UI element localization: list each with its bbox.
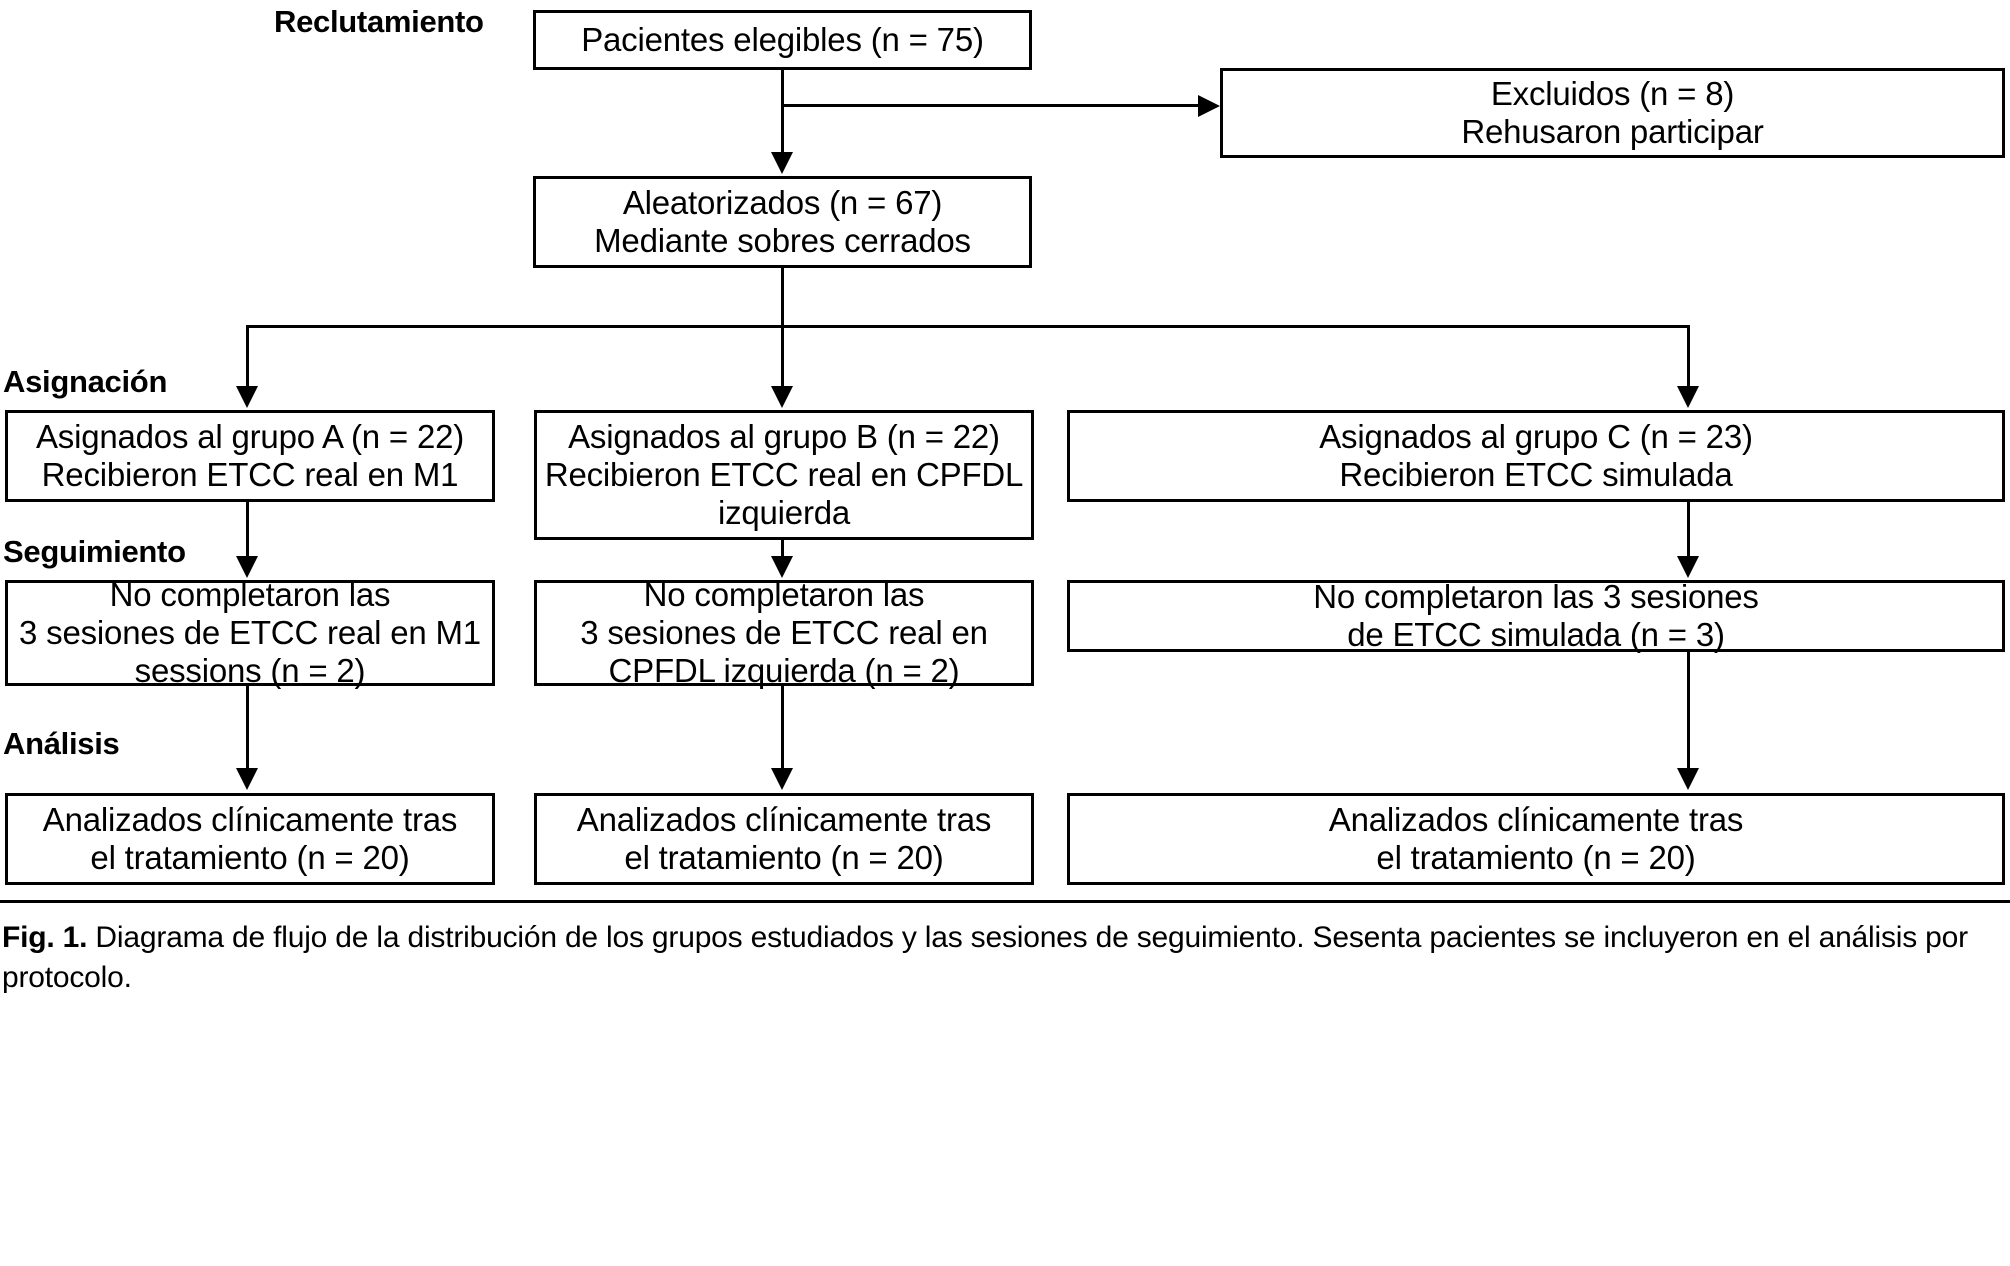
node-line: sessions (n = 2) xyxy=(134,652,366,690)
node-line: Analizados clínicamente tras xyxy=(42,800,458,838)
connector-randomized-bus xyxy=(246,325,1690,328)
node-line: Rehusaron participar xyxy=(1461,113,1764,150)
node-line: Recibieron ETCC real en M1 xyxy=(41,456,459,493)
node-line: Recibieron ETCC simulada xyxy=(1339,456,1733,493)
node-line: izquierda xyxy=(717,494,851,532)
figure-caption-text: Diagrama de flujo de la distribución de … xyxy=(2,921,1968,994)
connector-seguimiento-a-to-analisis-a xyxy=(246,686,249,772)
node-line: Recibieron ETCC real en CPFDL xyxy=(544,455,1024,493)
connector-eligible-to-excluded xyxy=(781,104,1206,107)
figure-caption-label: Fig. 1. xyxy=(2,921,88,954)
node-line: Aleatorizados (n = 67) xyxy=(622,183,943,221)
stage-label-asignacion: Asignación xyxy=(3,364,168,399)
node-line: No completaron las xyxy=(109,575,391,613)
connector-seguimiento-c-to-analisis-c xyxy=(1687,652,1690,772)
node-line: Asignados al grupo B (n = 22) xyxy=(568,417,1000,455)
stage-label-reclutamiento: Reclutamiento xyxy=(274,4,484,39)
node-line: el tratamiento (n = 20) xyxy=(624,839,944,876)
connector-grupo-b-to-seguimiento-b xyxy=(781,540,784,560)
connector-randomized-stem xyxy=(781,268,784,328)
node-line: 3 sesiones de ETCC real en xyxy=(580,613,988,651)
caption-divider xyxy=(0,900,2010,903)
connector-bus-to-grupo-c xyxy=(1687,325,1690,390)
node-analisis-grupo-c: Analizados clínicamente tras el tratamie… xyxy=(1067,793,2005,885)
node-asignados-grupo-c: Asignados al grupo C (n = 23) Recibieron… xyxy=(1067,410,2005,502)
node-seguimiento-grupo-b: No completaron las 3 sesiones de ETCC re… xyxy=(534,576,1034,689)
node-line: 3 sesiones de ETCC real en M1 xyxy=(19,613,481,651)
stage-label-seguimiento: Seguimiento xyxy=(3,534,186,569)
node-line: Mediante sobres cerrados xyxy=(594,222,971,259)
node-analisis-grupo-b: Analizados clínicamente tras el tratamie… xyxy=(534,793,1034,885)
node-line: el tratamiento (n = 20) xyxy=(1376,839,1696,876)
arrowhead-randomized xyxy=(771,152,793,174)
connector-bus-to-grupo-b xyxy=(781,325,784,390)
node-excluidos: Excluidos (n = 8) Rehusaron participar xyxy=(1220,68,2005,158)
arrowhead-seguimiento-a xyxy=(236,556,258,578)
node-line: CPFDL izquierda (n = 2) xyxy=(608,652,960,690)
node-line: Excluidos (n = 8) xyxy=(1490,74,1735,112)
arrowhead-analisis-c xyxy=(1677,768,1699,790)
node-analisis-grupo-a: Analizados clínicamente tras el tratamie… xyxy=(5,793,495,885)
node-seguimiento-grupo-a: No completaron las 3 sesiones de ETCC re… xyxy=(5,576,495,689)
node-pacientes-elegibles: Pacientes elegibles (n = 75) xyxy=(533,10,1032,70)
arrowhead-seguimiento-b xyxy=(771,556,793,578)
connector-grupo-a-to-seguimiento-a xyxy=(246,502,249,560)
node-line: Asignados al grupo C (n = 23) xyxy=(1319,417,1753,455)
node-asignados-grupo-a: Asignados al grupo A (n = 22) Recibieron… xyxy=(5,410,495,502)
figure-caption: Fig. 1. Diagrama de flujo de la distribu… xyxy=(2,918,2008,997)
node-aleatorizados: Aleatorizados (n = 67) Mediante sobres c… xyxy=(533,176,1032,268)
node-line: Asignados al grupo A (n = 22) xyxy=(35,417,465,455)
node-line: No completaron las 3 sesiones xyxy=(1313,577,1759,615)
node-line: Analizados clínicamente tras xyxy=(576,800,992,838)
connector-seguimiento-b-to-analisis-b xyxy=(781,686,784,772)
stage-label-analisis: Análisis xyxy=(3,726,120,761)
connector-bus-to-grupo-a xyxy=(246,325,249,390)
connector-eligible-to-randomized xyxy=(781,70,784,155)
arrowhead-grupo-c xyxy=(1677,386,1699,408)
node-line: de ETCC simulada (n = 3) xyxy=(1347,616,1725,653)
connector-grupo-c-to-seguimiento-c xyxy=(1687,502,1690,560)
arrowhead-analisis-a xyxy=(236,768,258,790)
arrowhead-seguimiento-c xyxy=(1677,556,1699,578)
node-asignados-grupo-b: Asignados al grupo B (n = 22) Recibieron… xyxy=(534,410,1034,540)
arrowhead-analisis-b xyxy=(771,768,793,790)
node-line: el tratamiento (n = 20) xyxy=(90,839,410,876)
arrowhead-grupo-a xyxy=(236,386,258,408)
node-line: Analizados clínicamente tras xyxy=(1328,800,1744,838)
arrowhead-grupo-b xyxy=(771,386,793,408)
node-line: No completaron las xyxy=(643,575,925,613)
node-line: Pacientes elegibles (n = 75) xyxy=(581,20,984,58)
node-seguimiento-grupo-c: No completaron las 3 sesiones de ETCC si… xyxy=(1067,577,2005,653)
arrowhead-excluded xyxy=(1198,95,1220,117)
